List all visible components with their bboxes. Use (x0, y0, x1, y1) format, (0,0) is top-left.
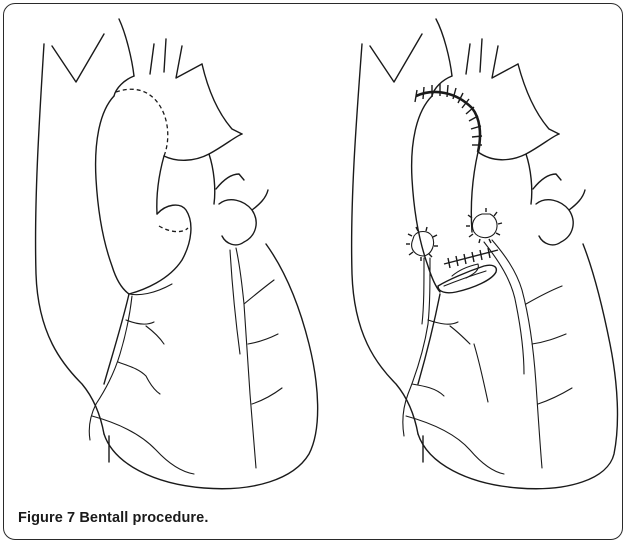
resection-line-dashed (116, 89, 168, 156)
left-atrial-appendage-right (536, 200, 573, 245)
figure-caption-text: Bentall procedure. (79, 510, 208, 526)
carotid-vessel (119, 19, 134, 76)
pulmonary-branch-right (533, 174, 561, 189)
graft-left-wall (412, 96, 440, 292)
left-anterior-descending (236, 248, 256, 468)
aortic-root-sinus (129, 205, 191, 294)
brachiocephalic-vessel-right (370, 34, 422, 82)
graft-right-wall (471, 152, 478, 232)
prosthetic-valve-ring (438, 265, 496, 293)
subclavian-right-2 (480, 39, 482, 72)
figure-frame: Figure 7 Bentall procedure. (3, 3, 623, 540)
figure-caption: Figure 7 Bentall procedure. (18, 510, 208, 526)
left-subclavian (176, 46, 202, 78)
subclavian-vessel-right (164, 39, 166, 72)
lad-parallel (230, 250, 240, 354)
brachiocephalic-vessel (52, 34, 104, 82)
pulmonary-trunk-right (526, 154, 532, 204)
lad-parallel-right (484, 242, 524, 374)
circumflex-branch-right (474, 344, 488, 402)
appendage-tip-right (569, 190, 585, 210)
right-coronary-artery (89, 296, 132, 440)
coronary-button-cut (159, 226, 188, 232)
pulmonary-branch (216, 174, 244, 189)
rca-parallel-right (422, 258, 424, 324)
left-coronary-button (472, 214, 497, 238)
figure-label: Figure 7 (18, 510, 75, 526)
carotid-vessel-right (436, 19, 452, 76)
arch-underside (164, 134, 242, 160)
appendage-tip (252, 190, 268, 210)
lad-diagonal-branches-right (526, 286, 572, 404)
rca-branch-upper (126, 320, 164, 344)
left-subclavian-right (492, 46, 518, 78)
right-ventricle-border (104, 294, 129, 384)
pulmonary-trunk-left (209, 154, 215, 204)
rca-branch-middle (118, 362, 160, 394)
distal-anastomosis-suture (416, 92, 480, 152)
rca-branch-middle-right (412, 384, 444, 396)
vena-cava-outline-right (352, 44, 418, 434)
left-atrial-appendage (219, 200, 256, 245)
heart-illustration (4, 4, 623, 540)
aortic-root-right (157, 156, 164, 214)
valve-leaflet-upper (452, 264, 478, 278)
aortic-arch-outline-right (518, 64, 559, 134)
aortic-arch-outline (202, 64, 242, 134)
heart-outline (104, 244, 318, 489)
right-coronary-artery-right (403, 258, 430, 436)
arch-underside-right (478, 134, 559, 160)
left-anterior-descending-right (492, 240, 542, 468)
aneurysm-left-wall (96, 96, 129, 294)
rca-posterior-descending (92, 416, 194, 474)
rca-posterior-descending-right (406, 416, 504, 474)
left-heart-panel (36, 19, 318, 489)
right-heart-panel (352, 19, 618, 489)
subclavian-right-1 (466, 44, 470, 74)
subclavian-vessel-left (150, 44, 154, 74)
vena-cava-outline (36, 44, 104, 434)
arch-inner (114, 76, 134, 96)
right-coronary-button (412, 232, 434, 257)
